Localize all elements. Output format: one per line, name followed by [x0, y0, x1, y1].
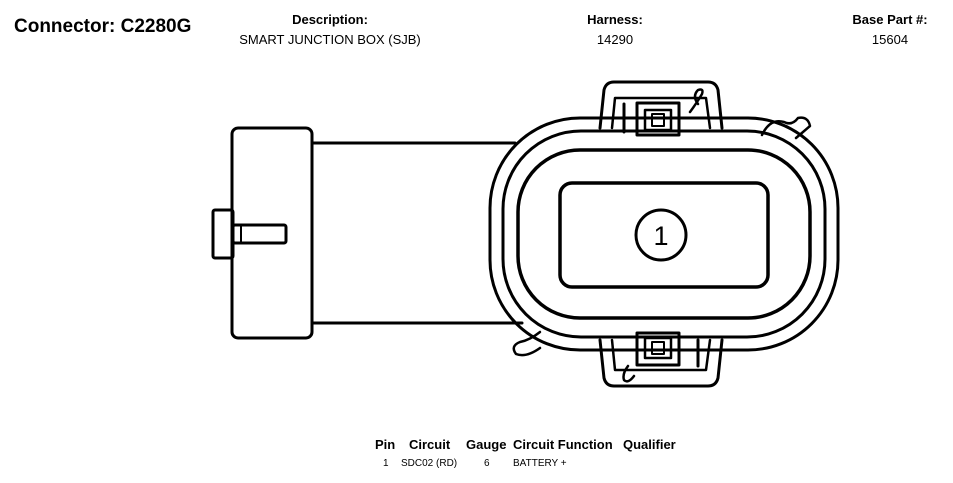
col-gauge: Gauge: [466, 437, 507, 452]
top-right-clip: [760, 116, 812, 140]
description-label: Description:: [292, 12, 368, 27]
terminal-cavity: [558, 181, 770, 289]
bottom-lock: [598, 331, 724, 388]
connector-title: Connector: C2280G: [14, 16, 192, 37]
row-1-circuit: SDC02 (RD): [401, 458, 458, 469]
description-value: SMART JUNCTION BOX (SJB): [239, 32, 421, 47]
pin-1-circle: [634, 208, 688, 262]
bottom-left-clip: [512, 330, 542, 357]
col-pin: Pin: [375, 437, 396, 452]
base-part-value: 15604: [871, 32, 909, 47]
row-1-gauge: 6: [484, 458, 490, 469]
face-outer: [488, 116, 840, 352]
latch-tab: [211, 208, 288, 260]
pin-1-label: 1: [653, 221, 668, 251]
col-qualifier: Qualifier: [623, 437, 676, 452]
base-part-label: Base Part #:: [852, 12, 928, 27]
top-lock: [598, 80, 724, 137]
row-1-pin: 1: [383, 458, 389, 469]
col-circuit-function: Circuit Function: [513, 437, 613, 452]
face-rim: [501, 129, 827, 339]
harness-value: 14290: [596, 32, 634, 47]
connector-body: [230, 126, 524, 340]
col-circuit: Circuit: [409, 437, 451, 452]
face-inner: [516, 148, 812, 320]
harness-label: Harness:: [587, 12, 643, 27]
row-1-function: BATTERY +: [513, 458, 567, 469]
